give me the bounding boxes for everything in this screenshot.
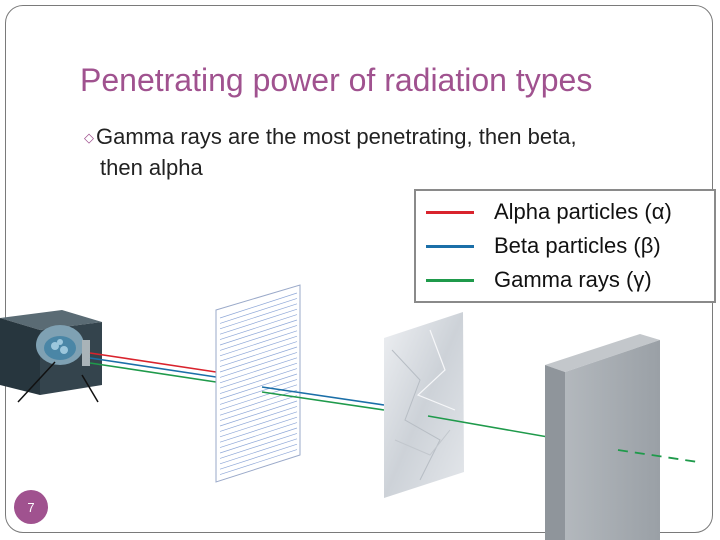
paper-rule-line (219, 292, 298, 319)
bullet-line-1: Gamma rays are the most penetrating, the… (96, 124, 577, 149)
paper-rule-line (219, 443, 298, 470)
lead-block (545, 334, 660, 540)
beta-ray-2 (261, 386, 385, 406)
beta-ray-1 (89, 357, 217, 378)
paper-rule-line (219, 319, 298, 346)
radioactive-source (0, 310, 102, 403)
paper-rule-line (219, 298, 298, 324)
paper-rule-line (219, 416, 298, 443)
gamma-ray-1 (89, 362, 217, 383)
paper-rule-line (219, 406, 298, 432)
source-front-face (0, 318, 40, 395)
legend-label-gamma: Gamma rays (γ) (494, 267, 652, 292)
legend-swatch-beta (426, 244, 474, 248)
source-material (44, 336, 76, 360)
slide-title: Penetrating power of radiation types (80, 62, 593, 98)
paper-rule-line (219, 384, 298, 411)
paper-rule-line (219, 357, 298, 384)
paper-rule-line (219, 308, 298, 335)
paper-rule-line (219, 373, 298, 400)
paper-rule-line (219, 395, 298, 421)
source-pointer-2 (81, 374, 99, 403)
paper-rule-line (219, 438, 298, 465)
gamma-ray-2 (261, 391, 385, 411)
paper-rule-line (219, 314, 298, 340)
bullet-icon: ◇ (84, 130, 94, 145)
paper-rule-line (219, 341, 298, 367)
paper-rule-line (219, 411, 298, 438)
paper-rule-line (219, 346, 298, 373)
legend: Alpha particles (α) Beta particles (β) G… (414, 189, 716, 303)
source-top-face (0, 310, 102, 330)
paper-rule-line (219, 422, 298, 448)
paper-rule-line (219, 325, 298, 351)
legend-label-beta: Beta particles (β) (494, 233, 661, 258)
legend-label-alpha: Alpha particles (α) (494, 199, 672, 224)
legend-swatch-gamma (426, 278, 474, 282)
legend-item-beta: Beta particles (β) (426, 230, 661, 262)
paper-rule-line (219, 400, 298, 427)
paper-rule-line (219, 433, 298, 459)
alpha-ray (89, 352, 217, 373)
paper-rule-line (219, 352, 298, 378)
source-slit (82, 340, 90, 366)
paper-rule-line (219, 368, 298, 394)
paper-rule-line (219, 330, 298, 357)
paper-sheet (215, 284, 301, 483)
paper-rule-line (219, 379, 298, 405)
aluminium-foil (384, 312, 464, 498)
paper-rule-line (219, 335, 298, 362)
paper-rule-line (219, 362, 298, 389)
gamma-ray-attenuated (617, 449, 699, 463)
page-number: 7 (14, 490, 48, 524)
paper-rule-line (219, 449, 298, 475)
paper-rule-line (219, 389, 298, 416)
legend-item-gamma: Gamma rays (γ) (426, 264, 652, 296)
legend-swatch-alpha (426, 210, 474, 214)
bullet-line-2: then alpha (100, 155, 203, 180)
legend-item-alpha: Alpha particles (α) (426, 196, 672, 228)
bullet-text: ◇Gamma rays are the most penetrating, th… (84, 122, 684, 183)
gamma-ray-3 (427, 415, 549, 438)
paper-rule-line (219, 427, 298, 454)
paper-rule-line (219, 303, 298, 330)
source-pointer (17, 361, 56, 403)
